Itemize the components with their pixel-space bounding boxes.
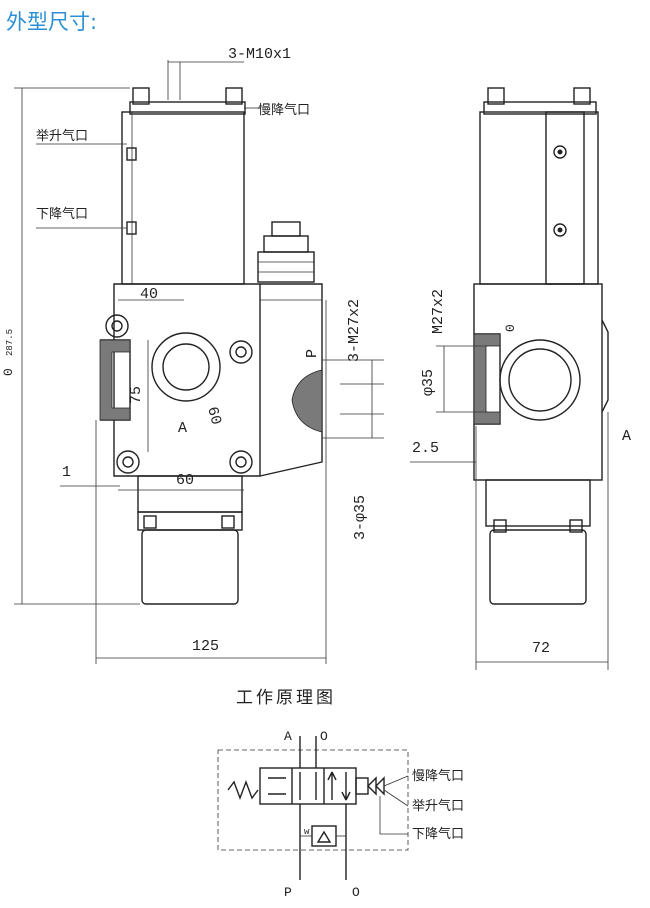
schematic-diagram: A O P O w 慢降气口 举升气口 下降气口 <box>217 729 464 900</box>
dim-72: 72 <box>532 640 550 657</box>
pilot-symbol <box>367 776 385 796</box>
port-p-section <box>291 369 323 433</box>
down-port-fitting <box>126 221 137 235</box>
dim-287-5: 287.5 <box>5 329 15 356</box>
body-bolts <box>105 314 253 474</box>
label-port-p: P <box>304 349 321 358</box>
spring-symbol <box>227 780 259 800</box>
top-bolt-right <box>225 87 243 105</box>
spring-housing <box>141 529 239 605</box>
schem-port-o-bottom: O <box>352 885 360 900</box>
side-view: M27x2 0 φ35 2.5 A 72 <box>410 87 631 670</box>
dim-2-5: 2.5 <box>412 440 439 457</box>
port-a-outer <box>151 332 221 402</box>
label-side-a: A <box>622 428 631 445</box>
plunger-cap <box>271 221 301 237</box>
schem-lift: 举升气口 <box>412 798 464 814</box>
schem-port-p: P <box>284 885 292 900</box>
port-a-inner <box>162 343 210 391</box>
port-o-section <box>99 339 131 421</box>
top-bolt-left <box>132 87 150 105</box>
side-port-inner <box>508 348 572 412</box>
dim-75: 75 <box>128 386 145 404</box>
label-down-port: 下降气口 <box>36 206 88 222</box>
dim-3-m10x1: 3-M10x1 <box>228 46 291 63</box>
check-valve-symbol <box>311 825 337 847</box>
air-cylinder-body <box>121 111 245 285</box>
valve-body <box>113 283 261 477</box>
schematic-boundary <box>217 749 409 851</box>
schematic-title: 工作原理图 <box>236 688 336 708</box>
schem-port-o-top: O <box>320 729 328 744</box>
dim-0-left: 0 <box>1 368 16 376</box>
plunger-nut <box>257 251 315 283</box>
dim-125: 125 <box>192 638 219 655</box>
dim-3-phi35: 3-φ35 <box>352 495 369 540</box>
side-spring-housing <box>489 529 587 605</box>
schem-down: 下降气口 <box>412 826 464 842</box>
dim-1: 1 <box>62 464 71 481</box>
dim-m27x2-side: M27x2 <box>430 289 447 334</box>
dim-40: 40 <box>140 286 158 303</box>
flow-arrow-down <box>341 772 351 801</box>
label-slow-down-port: 慢降气口 <box>258 102 310 118</box>
side-port-section <box>473 333 501 425</box>
label-lift-port: 举升气口 <box>36 128 88 144</box>
schem-slow-down: 慢降气口 <box>412 768 464 784</box>
lift-port-fitting <box>126 147 137 161</box>
dim-phi35-side: φ35 <box>420 369 437 396</box>
dim-3-m27x2: 3-M27x2 <box>346 299 363 362</box>
front-view: 3-M10x1 慢降气口 举升气口 下降气口 40 3-M27x2 P 75 6… <box>1 46 384 664</box>
side-cylinder-body <box>479 111 599 285</box>
dim-0-side: 0 <box>503 324 518 332</box>
flow-arrow-up <box>327 771 337 800</box>
page-heading: 外型尺寸: <box>6 10 98 34</box>
schem-port-a: A <box>284 729 292 744</box>
dim-60-diag: 60 <box>203 405 224 427</box>
schem-w-mark: w <box>304 827 310 837</box>
side-port-outer <box>499 339 581 421</box>
valve-spool-symbol <box>259 767 357 805</box>
label-port-a: A <box>178 420 187 437</box>
dim-60-horiz: 60 <box>176 472 194 489</box>
side-valve-body <box>473 283 603 481</box>
